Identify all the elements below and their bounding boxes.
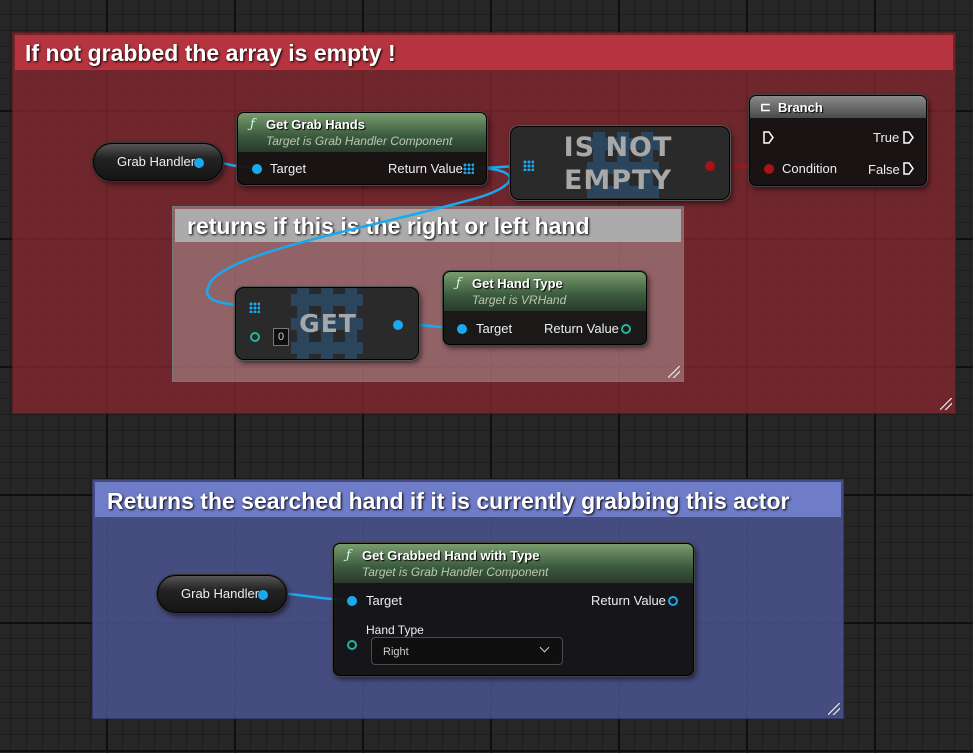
variable-label: Grab Handler	[181, 586, 260, 601]
macro-label-line1: IS NOT	[563, 132, 673, 163]
node-subtitle: Target is Grab Handler Component	[362, 565, 549, 579]
true-label: True	[873, 130, 900, 145]
chevron-down-icon	[539, 642, 550, 653]
target-label: Target	[270, 161, 307, 176]
grab-handler-variable-node[interactable]: Grab Handler	[157, 575, 287, 613]
grab-handler-variable-node[interactable]: Grab Handler	[93, 143, 223, 181]
node-subtitle: Target is VRHand	[472, 293, 567, 307]
object-output-pin[interactable]	[194, 158, 204, 168]
macro-label: IS NOT EMPTY	[511, 131, 725, 197]
bool-output-pin[interactable]	[705, 161, 715, 171]
object-output-pin[interactable]	[393, 320, 403, 330]
get-grabbed-hand-with-type-node[interactable]: ƒ Get Grabbed Hand with Type Target is G…	[333, 543, 694, 676]
node-title: Get Grab Hands	[266, 117, 365, 132]
branch-icon: ⊏	[760, 99, 771, 114]
hand-type-input-pin[interactable]	[347, 640, 357, 650]
hand-type-label: Hand Type	[366, 623, 424, 637]
return-value-label: Return Value	[388, 161, 463, 176]
index-input-pin[interactable]	[250, 332, 260, 342]
target-label: Target	[476, 321, 513, 336]
variable-label: Grab Handler	[117, 154, 196, 169]
false-label: False	[868, 162, 900, 177]
node-header: ⊏ Branch	[750, 96, 926, 118]
comment-resize-handle[interactable]	[940, 398, 952, 410]
comment-title[interactable]: If not grabbed the array is empty !	[15, 35, 953, 70]
return-value-label: Return Value	[544, 321, 619, 336]
object-output-pin[interactable]	[258, 590, 268, 600]
get-hand-type-node[interactable]: ƒ Get Hand Type Target is VRHand Target …	[443, 271, 647, 345]
exec-input-pin[interactable]	[763, 131, 774, 144]
exec-true-pin[interactable]	[903, 131, 914, 144]
branch-node[interactable]: ⊏ Branch True Condition False	[749, 95, 927, 186]
array-output-pin[interactable]	[463, 163, 474, 174]
macro-label-line2: EMPTY	[563, 165, 673, 196]
node-header: ƒ Get Grabbed Hand with Type Target is G…	[334, 544, 693, 583]
enum-output-pin[interactable]	[621, 324, 631, 334]
function-icon: ƒ	[456, 276, 461, 291]
return-value-label: Return Value	[591, 593, 666, 608]
get-grab-hands-node[interactable]: ƒ Get Grab Hands Target is Grab Handler …	[237, 112, 487, 185]
comment-resize-handle[interactable]	[828, 703, 840, 715]
node-title: Get Grabbed Hand with Type	[362, 548, 540, 563]
target-input-pin[interactable]	[457, 324, 467, 334]
index-field[interactable]: 0	[273, 328, 289, 346]
function-icon: ƒ	[250, 117, 255, 132]
array-input-pin[interactable]	[523, 160, 534, 171]
condition-label: Condition	[782, 161, 837, 176]
macro-label: GET	[299, 309, 357, 338]
node-header: ƒ Get Hand Type Target is VRHand	[444, 272, 646, 311]
comment-resize-handle[interactable]	[668, 366, 680, 378]
exec-false-pin[interactable]	[903, 162, 914, 175]
comment-title[interactable]: Returns the searched hand if it is curre…	[95, 482, 841, 517]
node-header: ƒ Get Grab Hands Target is Grab Handler …	[238, 113, 486, 152]
condition-input-pin[interactable]	[764, 164, 774, 174]
array-input-pin[interactable]	[249, 302, 260, 313]
hand-type-dropdown[interactable]: Right	[371, 637, 563, 665]
node-subtitle: Target is Grab Handler Component	[266, 134, 453, 148]
object-output-pin[interactable]	[668, 596, 678, 606]
array-get-node[interactable]: GET 0	[235, 287, 419, 360]
comment-title[interactable]: returns if this is the right or left han…	[175, 209, 681, 242]
target-input-pin[interactable]	[347, 596, 357, 606]
array-icon	[291, 288, 363, 359]
node-title: Branch	[778, 100, 823, 115]
target-input-pin[interactable]	[252, 164, 262, 174]
is-not-empty-node[interactable]: IS NOT EMPTY	[510, 126, 730, 200]
target-label: Target	[366, 593, 403, 608]
node-title: Get Hand Type	[472, 276, 563, 291]
dropdown-value: Right	[383, 646, 409, 658]
array-icon	[587, 132, 659, 198]
function-icon: ƒ	[346, 548, 351, 563]
